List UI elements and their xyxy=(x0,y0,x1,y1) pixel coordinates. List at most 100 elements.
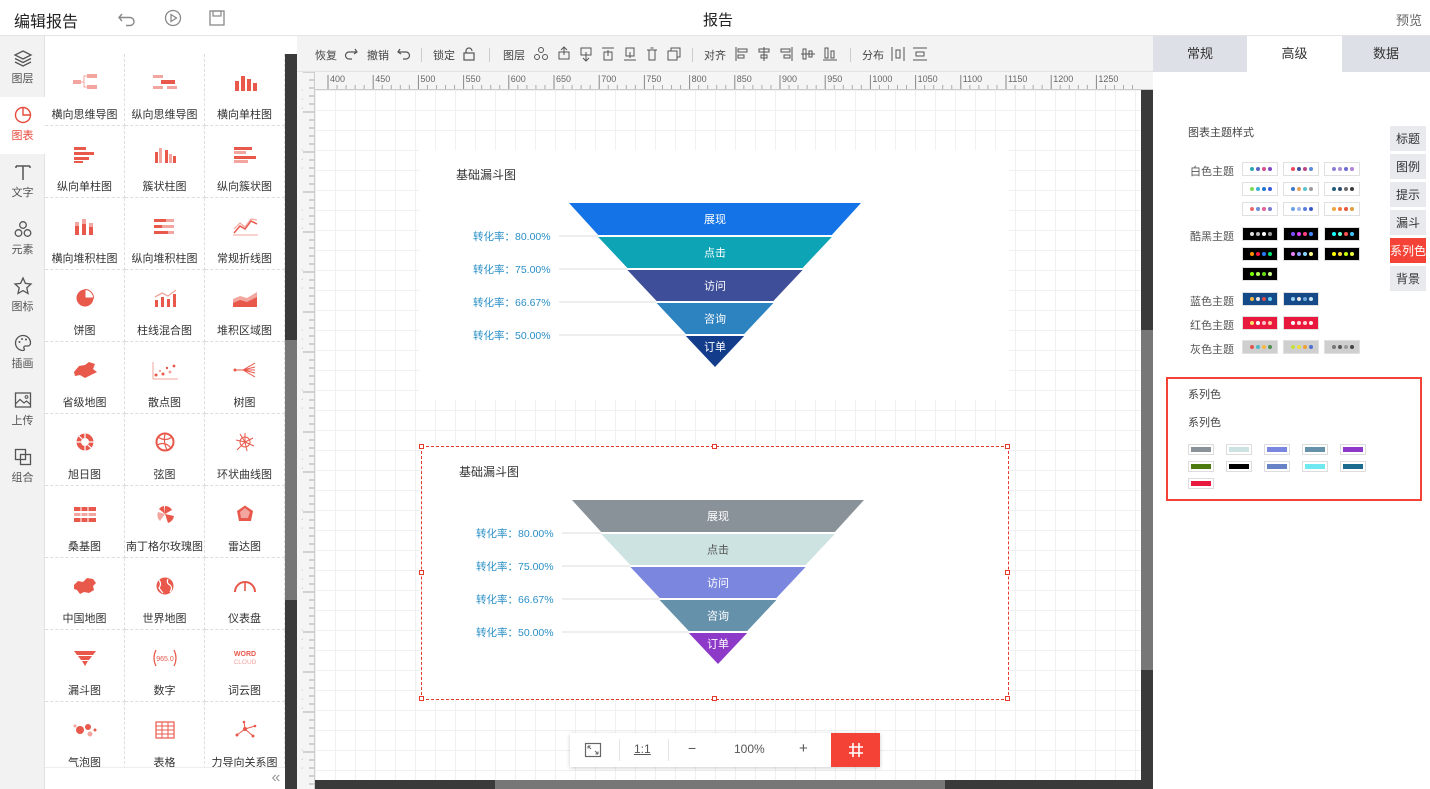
library-item-radial[interactable]: 环状曲线图 xyxy=(205,414,285,486)
theme-swatch[interactable] xyxy=(1242,340,1278,354)
nav-item-group[interactable]: 组合 xyxy=(0,439,45,496)
theme-swatch[interactable] xyxy=(1283,182,1319,196)
library-item-radar[interactable]: 雷达图 xyxy=(205,486,285,558)
undo-button[interactable]: 撤销 xyxy=(367,50,389,62)
library-item-combo[interactable]: 柱线混合图 xyxy=(125,270,205,342)
resize-handle[interactable] xyxy=(1005,696,1010,701)
align-middle-icon[interactable] xyxy=(822,46,838,62)
resize-handle[interactable] xyxy=(1005,570,1010,575)
tab-advanced[interactable]: 高级 xyxy=(1247,36,1342,72)
save-icon[interactable] xyxy=(207,8,227,28)
nav-item-upload[interactable]: 上传 xyxy=(0,382,45,439)
lock-icon[interactable] xyxy=(461,46,477,62)
series-color-swatch[interactable] xyxy=(1264,461,1290,472)
align-top-icon[interactable] xyxy=(800,46,816,62)
canvas-horizontal-scrollbar-thumb[interactable] xyxy=(495,780,945,789)
side-tab-1[interactable]: 图例 xyxy=(1390,154,1426,180)
resize-handle[interactable] xyxy=(1005,444,1010,449)
library-scrollbar-thumb[interactable] xyxy=(285,340,297,600)
resize-handle[interactable] xyxy=(419,570,424,575)
series-color-swatch[interactable] xyxy=(1340,444,1366,455)
distribute-h-icon[interactable] xyxy=(890,46,906,62)
nav-item-layers[interactable]: 图层 xyxy=(0,40,45,97)
library-item-stack-bar[interactable]: 横向堆积柱图 xyxy=(45,198,125,270)
theme-swatch[interactable] xyxy=(1283,227,1319,241)
theme-swatch[interactable] xyxy=(1242,202,1278,216)
play-icon[interactable] xyxy=(163,8,183,28)
align-right-icon[interactable] xyxy=(778,46,794,62)
library-item-line[interactable]: 常规折线图 xyxy=(205,198,285,270)
resize-handle[interactable] xyxy=(712,444,717,449)
series-color-swatch[interactable] xyxy=(1226,444,1252,455)
copy-icon[interactable] xyxy=(666,46,682,62)
actual-size-button[interactable]: 1:1 xyxy=(634,742,651,756)
resize-handle[interactable] xyxy=(712,696,717,701)
theme-swatch[interactable] xyxy=(1242,316,1278,330)
series-color-swatch[interactable] xyxy=(1340,461,1366,472)
library-item-hbar[interactable]: 纵向单柱图 xyxy=(45,126,125,198)
library-item-bar[interactable]: 横向单柱图 xyxy=(205,54,285,126)
bring-front-icon[interactable] xyxy=(600,46,616,62)
undo-icon[interactable] xyxy=(117,8,137,28)
nav-item-chart[interactable]: 图表 xyxy=(0,97,45,154)
resize-handle[interactable] xyxy=(419,696,424,701)
theme-swatch[interactable] xyxy=(1283,340,1319,354)
funnel-segment[interactable] xyxy=(598,237,832,268)
theme-swatch[interactable] xyxy=(1283,247,1319,261)
distribute-v-icon[interactable] xyxy=(912,46,928,62)
side-tab-2[interactable]: 提示 xyxy=(1390,182,1426,208)
library-item-world-map[interactable]: 世界地图 xyxy=(125,558,205,630)
funnel-segment[interactable] xyxy=(659,600,777,631)
funnel-segment[interactable] xyxy=(601,534,835,565)
nav-item-star[interactable]: 图标 xyxy=(0,268,45,325)
series-color-swatch[interactable] xyxy=(1264,444,1290,455)
theme-swatch[interactable] xyxy=(1324,247,1360,261)
library-item-mindmap-v[interactable]: 纵向思维导图 xyxy=(125,54,205,126)
series-color-swatch[interactable] xyxy=(1302,444,1328,455)
series-color-swatch[interactable] xyxy=(1188,444,1214,455)
grid-toggle-button[interactable] xyxy=(831,733,880,767)
side-tab-5[interactable]: 背景 xyxy=(1390,266,1426,292)
report-canvas[interactable]: 基础漏斗图展现点击访问咨询订单转化率：80.00%转化率：75.00%转化率：6… xyxy=(315,90,1141,780)
library-item-force-graph[interactable]: 力导向关系图 xyxy=(205,702,285,774)
funnel-segment[interactable] xyxy=(656,303,774,334)
theme-swatch[interactable] xyxy=(1283,292,1319,306)
zoom-in-button[interactable]: + xyxy=(799,740,808,757)
library-item-rose[interactable]: 南丁格尔玫瑰图 xyxy=(125,486,205,558)
theme-swatch[interactable] xyxy=(1283,162,1319,176)
library-item-table[interactable]: 表格 xyxy=(125,702,205,774)
funnel-segment[interactable] xyxy=(627,270,803,301)
collapse-icon[interactable]: « xyxy=(271,769,281,786)
library-item-area[interactable]: 堆积区域图 xyxy=(205,270,285,342)
library-item-bubble[interactable]: 气泡图 xyxy=(45,702,125,774)
tab-data[interactable]: 数据 xyxy=(1372,46,1399,61)
funnel-segment[interactable] xyxy=(688,633,748,664)
library-item-province-map[interactable]: 省级地图 xyxy=(45,342,125,414)
theme-swatch[interactable] xyxy=(1242,292,1278,306)
undo-icon[interactable] xyxy=(396,46,412,62)
redo-button[interactable]: 恢复 xyxy=(315,50,337,62)
library-item-sunburst[interactable]: 旭日图 xyxy=(45,414,125,486)
funnel-segment[interactable] xyxy=(685,336,745,367)
align-center-h-icon[interactable] xyxy=(756,46,772,62)
library-item-tree[interactable]: 树图 xyxy=(205,342,285,414)
side-tab-0[interactable]: 标题 xyxy=(1390,126,1426,152)
canvas-vertical-scrollbar-thumb[interactable] xyxy=(1141,330,1153,670)
library-item-scatter[interactable]: 散点图 xyxy=(125,342,205,414)
side-tab-3[interactable]: 漏斗 xyxy=(1390,210,1426,236)
series-color-swatch[interactable] xyxy=(1302,461,1328,472)
theme-swatch[interactable] xyxy=(1283,316,1319,330)
zoom-out-button[interactable]: − xyxy=(688,740,697,756)
redo-icon[interactable] xyxy=(343,46,359,62)
series-color-swatch[interactable] xyxy=(1188,461,1214,472)
tab-general[interactable]: 常规 xyxy=(1186,46,1213,61)
lock-button[interactable]: 锁定 xyxy=(433,50,455,62)
theme-swatch[interactable] xyxy=(1242,162,1278,176)
library-item-funnel[interactable]: 漏斗图 xyxy=(45,630,125,702)
theme-swatch[interactable] xyxy=(1242,182,1278,196)
theme-swatch[interactable] xyxy=(1324,182,1360,196)
send-back-icon[interactable] xyxy=(622,46,638,62)
series-color-swatch[interactable] xyxy=(1188,478,1214,489)
library-item-chord[interactable]: 弦图 xyxy=(125,414,205,486)
theme-swatch[interactable] xyxy=(1324,340,1360,354)
